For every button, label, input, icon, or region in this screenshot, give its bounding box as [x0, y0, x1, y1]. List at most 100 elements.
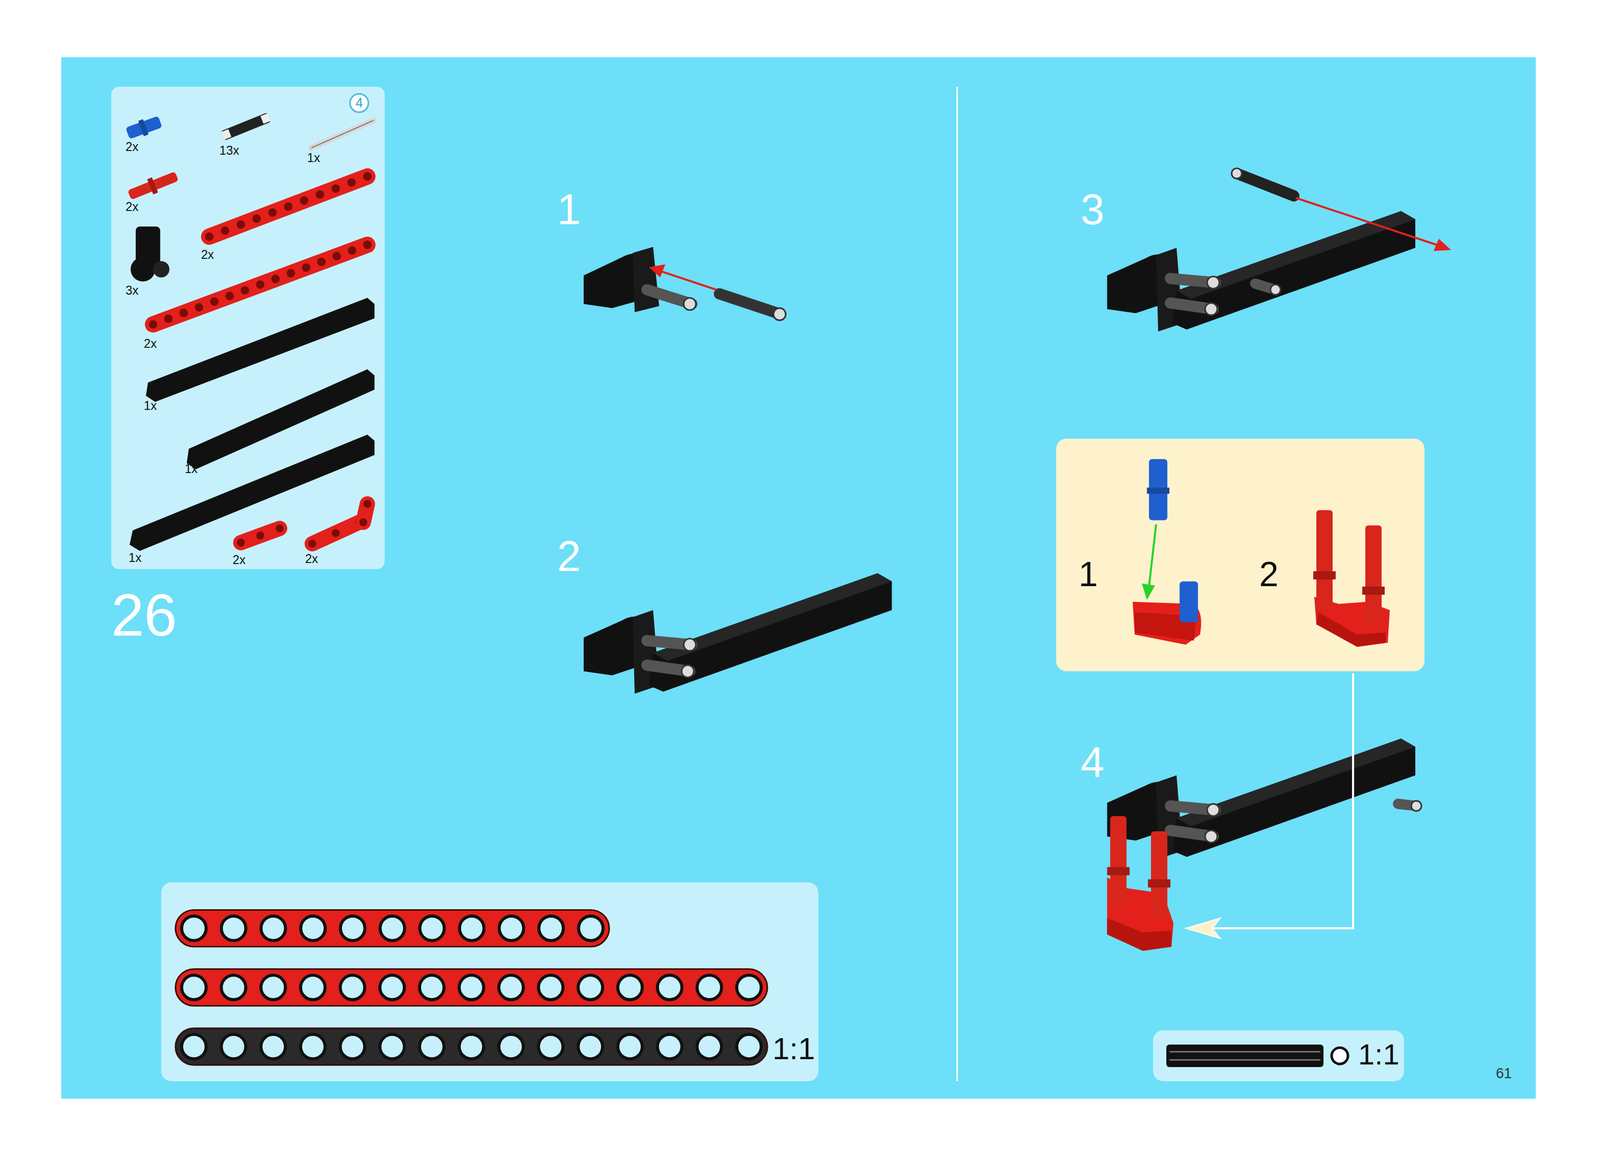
beam-hole	[256, 531, 265, 540]
beam-hole	[458, 975, 484, 1000]
part-quantity: 13x	[219, 144, 240, 157]
beam-hole	[347, 178, 356, 187]
beam-hole	[194, 303, 204, 312]
beam-hole	[302, 263, 311, 272]
beam-hole	[286, 268, 295, 278]
beam-hole	[300, 1034, 326, 1060]
beam-hole	[261, 975, 286, 1000]
beam-hole	[459, 916, 485, 942]
beam-hole	[363, 500, 372, 508]
beam-hole	[538, 1034, 564, 1060]
page-number: 61	[1495, 1066, 1512, 1081]
part-quantity: 2x	[201, 248, 215, 262]
beam-shape	[208, 176, 368, 237]
beam-hole	[236, 538, 245, 547]
beam-hole	[340, 975, 365, 1000]
beam-hole	[617, 975, 643, 1000]
beam-hole	[221, 975, 246, 1000]
beam-hole	[498, 975, 524, 1000]
part-quantity: 1x	[307, 152, 321, 165]
beam-shape	[241, 528, 280, 543]
step-number-main: 26	[111, 585, 177, 645]
beam-hole	[261, 1034, 286, 1060]
beam-hole	[221, 916, 247, 942]
beam-hole	[331, 528, 340, 537]
beam-hole	[420, 916, 445, 942]
beam-hole	[300, 916, 326, 942]
substep-number: 1	[1078, 557, 1098, 593]
part-quantity: 2x	[305, 553, 319, 566]
beam-shape	[312, 522, 359, 545]
scale-beam	[175, 969, 767, 1007]
beam-hole	[255, 280, 265, 289]
part-quantity: 1x	[128, 552, 142, 565]
beam-hole	[577, 975, 603, 1000]
part-quantity: 2x	[125, 201, 139, 214]
leader-line	[1204, 673, 1354, 929]
beam-hole	[332, 252, 342, 261]
beam-hole	[458, 1034, 484, 1060]
page-marker: 4	[355, 96, 363, 110]
beam-hole	[179, 308, 188, 318]
beam-hole	[240, 286, 249, 295]
beam-hole	[363, 172, 372, 181]
step-number: 4	[1080, 741, 1105, 784]
beam-shape	[153, 244, 368, 325]
part-quantity: 3x	[125, 284, 139, 297]
beam-hole	[363, 240, 372, 249]
beam-hole	[696, 975, 722, 1000]
beam-hole	[271, 274, 280, 284]
beam-hole	[252, 214, 262, 223]
beam-hole	[331, 184, 340, 193]
scale-label: 1:1	[1358, 1040, 1400, 1070]
beam-hole	[317, 257, 326, 267]
part-quantity: 2x	[143, 337, 157, 350]
beam-hole	[380, 916, 405, 942]
leader-arrowhead	[1185, 918, 1221, 939]
beam-hole	[164, 314, 173, 324]
beam-hole	[538, 916, 564, 942]
scale-panel: 1:1	[161, 882, 819, 1082]
part-quantity: 1x	[143, 400, 157, 413]
beam-hole	[380, 1034, 405, 1060]
scale-label: 1:1	[772, 1033, 816, 1065]
beam-hole	[210, 297, 219, 306]
substep-panel: 12	[1056, 438, 1425, 672]
scale-beam	[175, 1028, 767, 1066]
beam-hole	[617, 1034, 643, 1060]
beam-hole	[419, 975, 445, 1000]
beam-hole	[204, 232, 214, 242]
beam-hole	[380, 975, 405, 1000]
beam-hole	[359, 518, 368, 527]
beam-hole	[736, 975, 762, 1000]
beam-hole	[268, 208, 277, 217]
substep-number: 2	[1258, 557, 1279, 593]
step-number: 1	[557, 187, 582, 231]
beam-hole	[236, 220, 245, 229]
beam-hole	[300, 196, 309, 205]
beam-hole	[657, 1034, 683, 1060]
beam-hole	[261, 916, 286, 942]
beam-hole	[181, 1034, 207, 1060]
beam-hole	[300, 975, 326, 1000]
beam-hole	[221, 1034, 246, 1060]
beam-hole	[225, 291, 234, 300]
axle-scale-panel: 1:1	[1153, 1030, 1405, 1082]
beam-hole	[538, 975, 564, 1000]
beam-hole	[657, 975, 683, 1000]
beam-hole	[315, 190, 325, 199]
beam-hole	[419, 1034, 445, 1060]
part-quantity: 2x	[232, 554, 246, 567]
parts-panel: 42x13x1x2x2x3x2x1x1x1x2x2x	[111, 86, 385, 570]
beam-hole	[220, 226, 229, 235]
beam-hole	[308, 540, 317, 548]
beam-hole	[347, 246, 357, 255]
beam-hole	[181, 975, 207, 1000]
beam-hole	[340, 1034, 365, 1060]
beam-hole	[498, 916, 524, 942]
beam-hole	[275, 524, 284, 533]
beam-hole	[577, 1034, 603, 1060]
beam-hole	[498, 1034, 524, 1060]
part-quantity: 1x	[184, 463, 198, 476]
